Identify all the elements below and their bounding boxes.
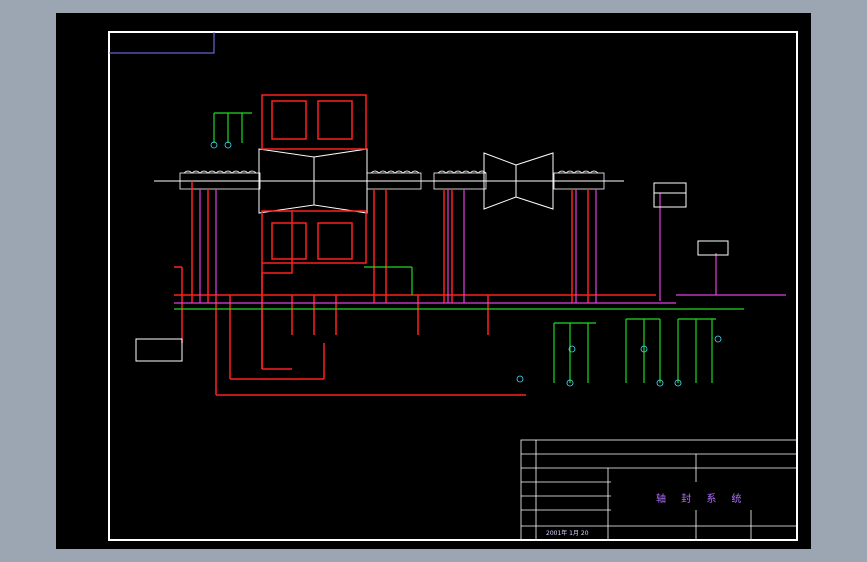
drain-tank <box>135 338 183 362</box>
drawing-border <box>108 31 798 541</box>
red-steam-lines <box>174 94 656 396</box>
lp-turbine <box>483 152 554 210</box>
corner-tab <box>109 32 215 54</box>
seal-tank <box>653 182 729 256</box>
title-block <box>520 439 798 541</box>
drawing-title: 轴 封 系 统 <box>656 492 748 505</box>
gland-seals <box>179 170 605 190</box>
green-lines <box>174 112 744 383</box>
drawing-date: 2001年 1月 20 <box>546 529 589 537</box>
valve-symbols <box>210 141 722 387</box>
hp-turbine <box>258 148 368 214</box>
shaft-seal-schematic: 轴 封 系 统 2001年 1月 20 <box>108 31 798 541</box>
magenta-lines <box>174 189 786 304</box>
drawing-canvas: 轴 封 系 统 2001年 1月 20 <box>56 13 811 549</box>
